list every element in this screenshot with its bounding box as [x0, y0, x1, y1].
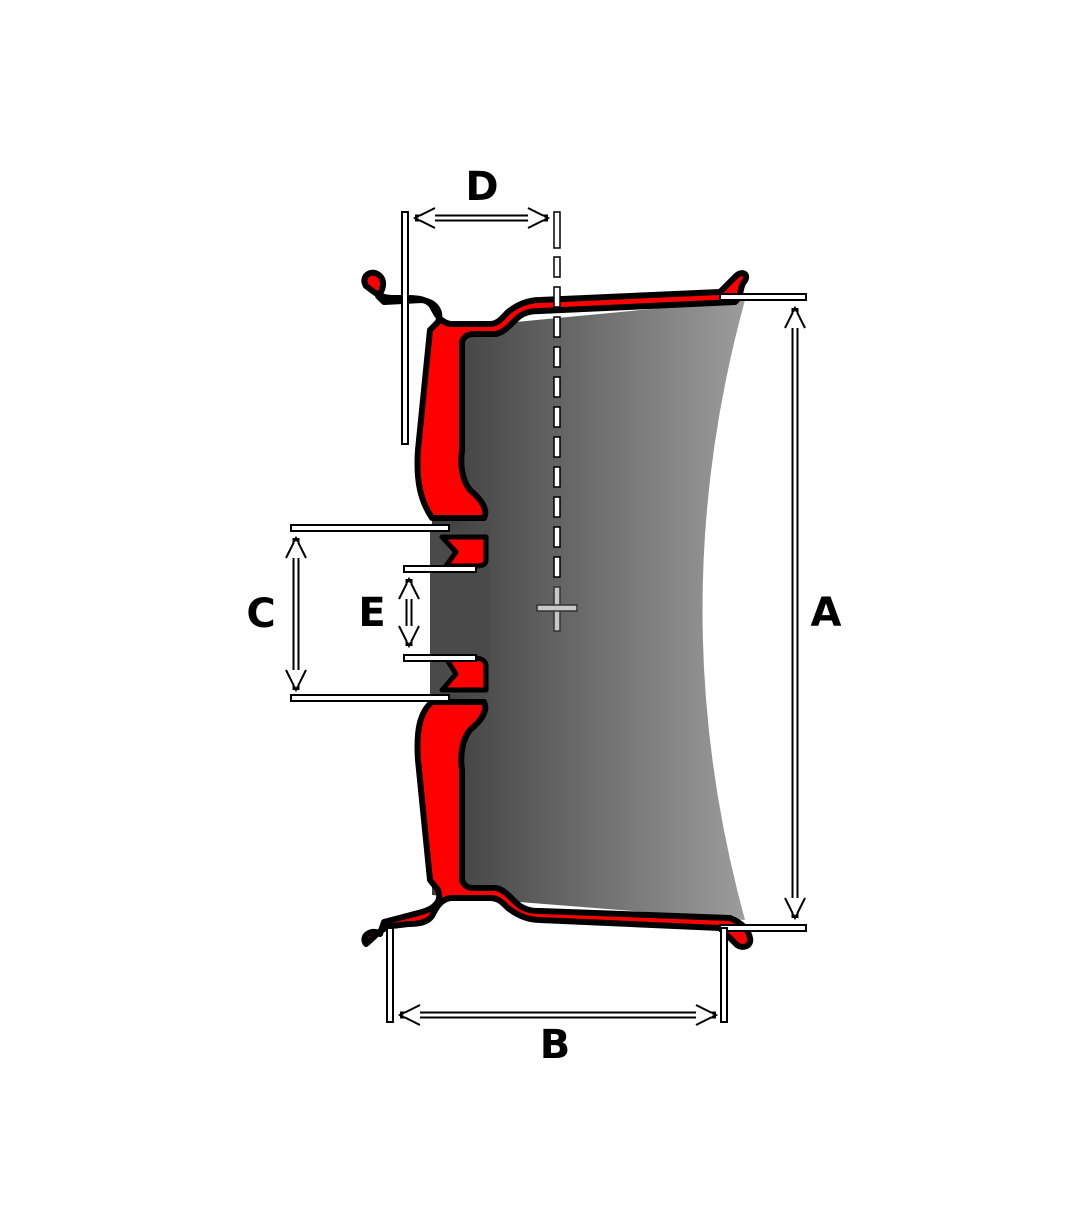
d-reference-bar: [401, 211, 409, 445]
wheel-interior-shading: [432, 300, 745, 920]
c-bottom-reference-bar: [290, 694, 450, 702]
label-b: B: [540, 1022, 571, 1068]
label-c: C: [246, 591, 275, 637]
rim-lower-section: [361, 699, 754, 950]
centerline: [553, 211, 561, 578]
label-d: D: [465, 164, 498, 210]
e-top-reference-bar: [403, 565, 477, 573]
reference-lines: [290, 211, 807, 1023]
a-top-reference-bar: [719, 293, 807, 301]
center-cross-icon: [536, 586, 578, 632]
b-left-reference-bar: [386, 927, 394, 1023]
b-right-reference-bar: [720, 927, 728, 1023]
label-a: A: [811, 590, 842, 636]
a-bottom-reference-bar: [719, 924, 807, 932]
dimension-arrows: [296, 218, 795, 1015]
label-e: E: [358, 590, 385, 636]
c-top-reference-bar: [290, 524, 450, 532]
e-bottom-reference-bar: [403, 654, 477, 662]
rim-upper-section: [361, 269, 750, 521]
